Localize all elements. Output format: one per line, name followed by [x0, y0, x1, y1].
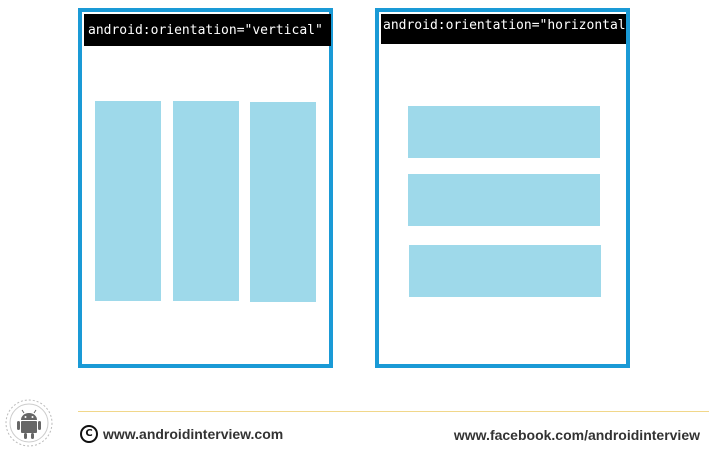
vertical-layout-block — [173, 101, 239, 301]
footer-facebook: www.facebook.com/androidinterview — [454, 426, 700, 444]
horizontal-layout-block — [409, 245, 601, 297]
vertical-panel-title: android:orientation="vertical" — [84, 14, 331, 46]
website-url[interactable]: www.androidinterview.com — [103, 426, 284, 442]
android-robot-icon — [4, 398, 54, 448]
vertical-orientation-panel: android:orientation="vertical" — [78, 8, 333, 368]
copyright-icon: C — [80, 425, 98, 443]
footer-website: C www.androidinterview.com — [80, 424, 283, 444]
vertical-layout-block — [250, 102, 316, 302]
facebook-url[interactable]: www.facebook.com/androidinterview — [453, 427, 700, 443]
horizontal-layout-block — [408, 106, 600, 158]
vertical-layout-block — [95, 101, 161, 301]
horizontal-layout-block — [408, 174, 600, 226]
horizontal-panel-title: android:orientation="horizontal — [381, 14, 626, 44]
horizontal-orientation-panel: android:orientation="horizontal — [375, 8, 630, 368]
footer-divider — [78, 411, 709, 412]
